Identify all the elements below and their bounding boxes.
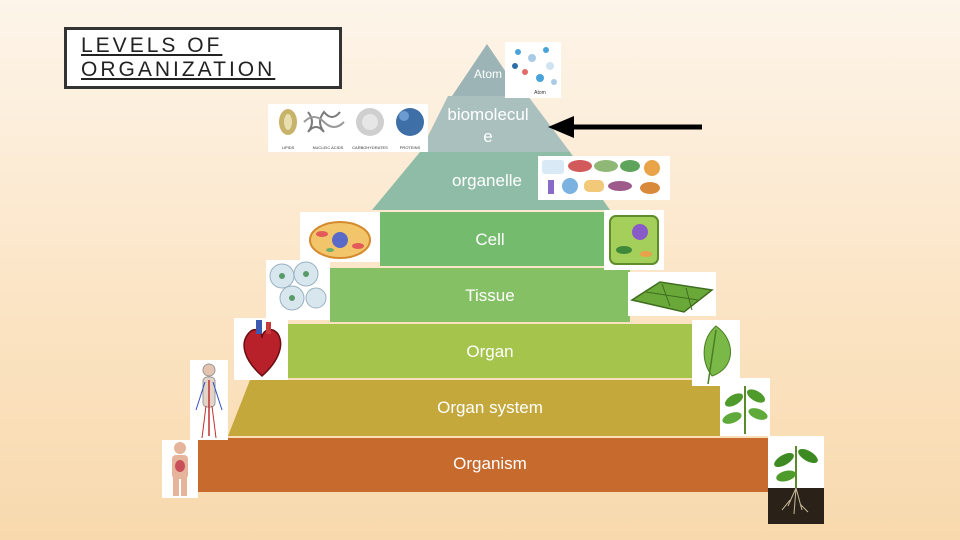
atom-image: Atom [505, 42, 561, 98]
organelle-image [538, 156, 670, 200]
label-atom: Atom [474, 67, 502, 81]
leaf-organ-image [692, 320, 740, 386]
level-biomolecule [420, 96, 570, 152]
biomolecule-caption-lipids: LIPIDS [282, 145, 295, 150]
plant-tissue-image [628, 272, 716, 316]
plant-cell-image [604, 210, 664, 270]
plant-organism-image [768, 436, 824, 524]
circulatory-system-image [190, 360, 228, 440]
title-line-1: LEVELS OF [81, 34, 223, 57]
title-box: LEVELS OF ORGANIZATION [64, 27, 342, 89]
animal-cell-image [300, 212, 380, 262]
label-organ: Organ [466, 342, 513, 361]
shoot-system-image [720, 378, 770, 436]
label-biomolecule-1: biomolecul [447, 105, 528, 124]
level-organ [288, 324, 692, 378]
biomolecule-caption-proteins: PROTEINS [400, 145, 421, 150]
label-cell: Cell [475, 230, 504, 249]
title-line-2: ORGANIZATION [81, 58, 276, 81]
biomolecule-image: LIPIDS NUCLEIC ACIDS CARBOHYDRATES PROTE… [268, 104, 428, 152]
level-organ-system [228, 380, 722, 436]
level-cell [380, 212, 606, 266]
animal-tissue-image [266, 260, 330, 320]
label-tissue: Tissue [465, 286, 514, 305]
atom-image-caption: Atom [534, 90, 546, 96]
label-organelle: organelle [452, 171, 522, 190]
label-biomolecule-2: e [483, 127, 492, 146]
level-atom [452, 44, 522, 96]
human-organism-image [162, 440, 198, 498]
level-organism [198, 438, 770, 492]
label-organ-system: Organ system [437, 398, 543, 417]
biomolecule-caption-carbs: CARBOHYDRATES [352, 145, 388, 150]
heart-organ-image [234, 318, 288, 380]
label-organism: Organism [453, 454, 527, 473]
biomolecule-caption-nucleic: NUCLEIC ACIDS [313, 145, 344, 150]
pointer-arrow [548, 116, 702, 138]
level-tissue [330, 268, 630, 322]
